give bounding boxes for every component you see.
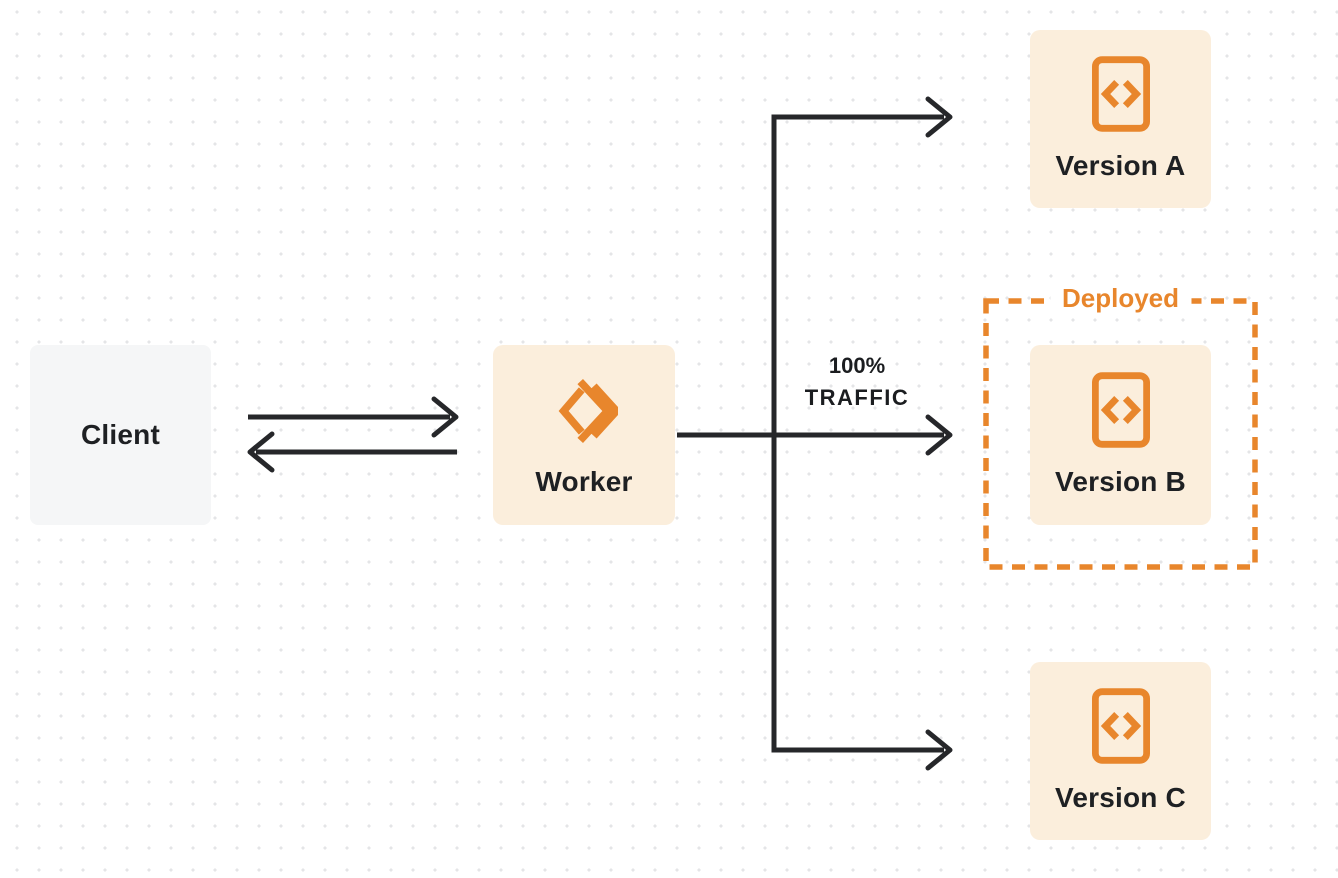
deployed-frame: Deployed — [983, 282, 1258, 570]
worker-label: Worker — [535, 465, 633, 497]
version-c-label: Version C — [1055, 782, 1186, 813]
version-c-node: Version C — [1030, 662, 1211, 840]
version-b-node: Version B — [1030, 345, 1211, 525]
version-a-node: Version A — [1030, 30, 1211, 208]
workers-logo-icon — [550, 373, 622, 454]
arrow-client-to-worker — [248, 396, 459, 438]
code-file-icon — [1091, 56, 1150, 137]
code-file-icon — [1091, 688, 1150, 769]
traffic-label: 100% TRAFFIC — [786, 350, 928, 414]
arrow-traffic-to-version-b — [677, 414, 953, 456]
version-a-label: Version A — [1055, 150, 1186, 181]
client-label: Client — [81, 419, 160, 450]
client-node: Client — [30, 345, 211, 525]
arrow-to-version-a — [771, 96, 953, 138]
arrow-to-version-c — [771, 729, 953, 771]
deployed-label: Deployed — [1049, 282, 1192, 314]
version-b-label: Version B — [1055, 466, 1186, 497]
traffic-percent: 100% — [828, 353, 886, 378]
worker-node: Worker — [493, 345, 675, 525]
arrow-worker-to-client — [247, 431, 457, 473]
traffic-word: TRAFFIC — [804, 385, 910, 410]
code-file-icon — [1091, 372, 1150, 453]
